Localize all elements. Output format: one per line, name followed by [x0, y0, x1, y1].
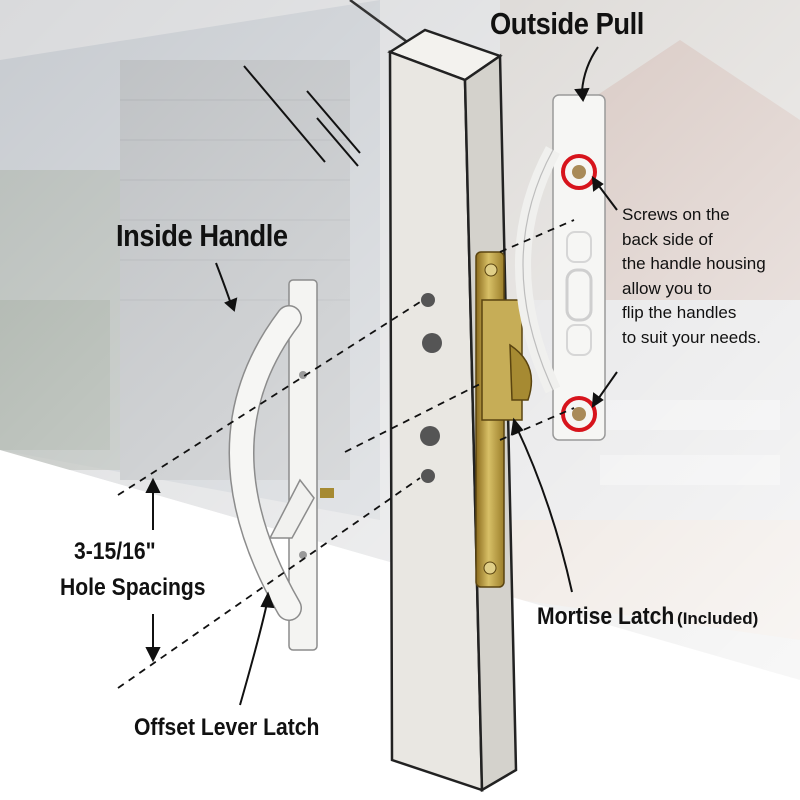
outside-pull: [515, 94, 606, 441]
screw-note-line: Screws on the: [622, 205, 730, 224]
glass-lines: [243, 0, 411, 167]
screw-note-line: back side of: [622, 229, 713, 249]
outside-pull-label: Outside Pull: [490, 6, 644, 41]
screw-note-line: allow you to: [622, 278, 712, 298]
screw-note-line: to suit your needs.: [622, 327, 761, 347]
mortise-latch-label: Mortise Latch(Included): [537, 603, 758, 631]
screw-highlight-bottom: [561, 396, 597, 432]
hole-spacing-label: Hole Spacings: [60, 574, 206, 601]
screw-note: Screws on the back side of the handle ho…: [622, 203, 766, 350]
screw-note-line: flip the handles: [622, 303, 737, 322]
mortise-latch-title: Mortise Latch: [537, 603, 675, 630]
mortise-latch: [475, 251, 533, 588]
screw-highlight-top: [561, 154, 597, 190]
hole-spacing-value: 3-15/16": [74, 538, 156, 565]
annotation-arrows: [145, 46, 618, 706]
inside-handle-label: Inside Handle: [116, 218, 288, 253]
offset-lever-latch-label: Offset Lever Latch: [134, 714, 320, 741]
mortise-latch-note: (Included): [677, 609, 759, 628]
screw-note-line: the handle housing: [622, 254, 766, 273]
